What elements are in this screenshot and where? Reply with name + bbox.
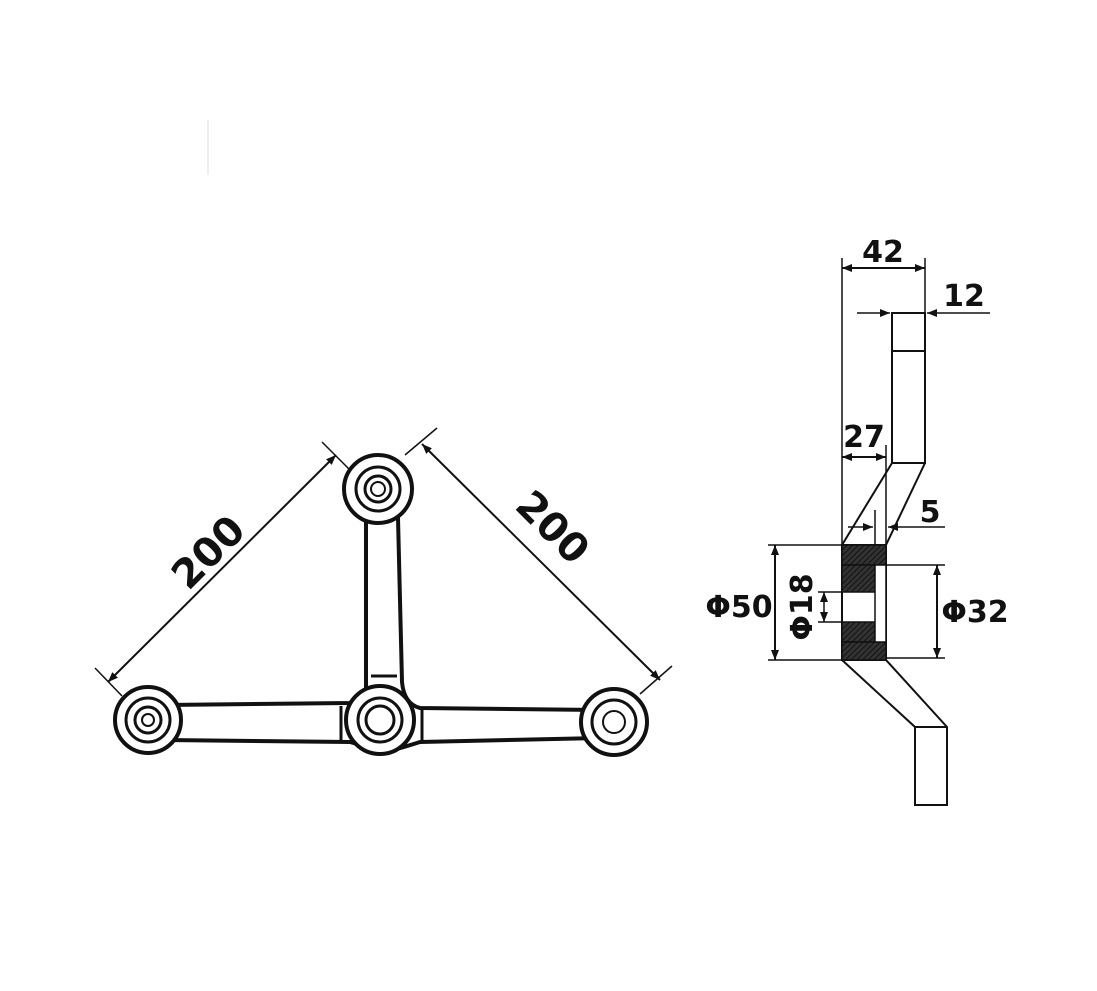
dim-d18-label: Φ18 <box>785 573 820 640</box>
dimension-5: 5 <box>848 495 945 545</box>
dim-left-label: 200 <box>163 507 255 599</box>
dimension-right: 200 <box>404 427 673 695</box>
dimension-d18: Φ18 <box>785 573 842 641</box>
dim-d32-label: Φ32 <box>941 595 1008 630</box>
hub-section <box>841 544 887 661</box>
dim-5-label: 5 <box>920 495 941 530</box>
top-fitting <box>342 453 414 525</box>
dimension-d32: Φ32 <box>886 564 1009 659</box>
right-fitting <box>579 687 649 757</box>
dim-12-label: 12 <box>943 279 985 314</box>
side-profile <box>841 312 948 806</box>
dimension-12: 12 <box>857 279 990 317</box>
dimension-42: 42 <box>841 235 926 545</box>
left-fitting <box>113 685 183 755</box>
dim-42-label: 42 <box>862 235 904 270</box>
side-view: 42 12 27 5 Φ50 <box>705 235 1009 806</box>
dimension-d50: Φ50 <box>705 544 842 661</box>
arm-joint-lines <box>339 674 424 742</box>
dim-d50-label: Φ50 <box>705 590 772 625</box>
dim-27-label: 27 <box>843 420 885 455</box>
center-hub <box>344 684 416 756</box>
dimension-27: 27 <box>842 420 887 545</box>
front-view: 200 200 <box>94 427 673 757</box>
dim-right-label: 200 <box>506 482 598 574</box>
dimension-left: 200 <box>94 441 351 697</box>
